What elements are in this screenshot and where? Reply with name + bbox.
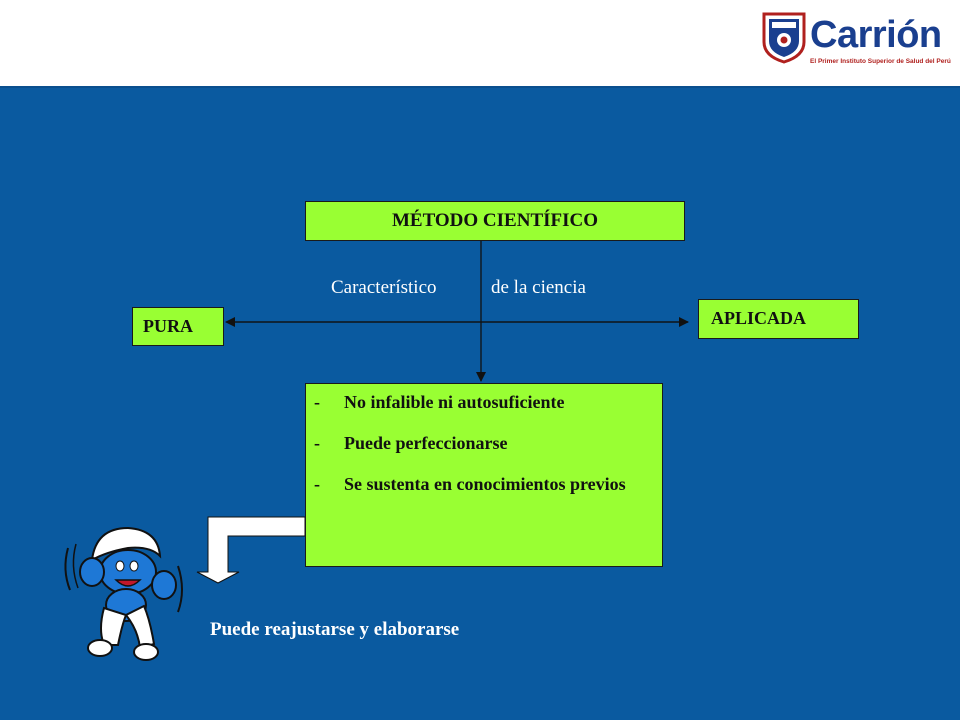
logo-tagline: El Primer Instituto Superior de Salud de… (810, 58, 951, 65)
pura-box: PURA (132, 307, 224, 346)
carrion-logo: Carrión El Primer Instituto Superior de … (760, 10, 956, 78)
aplicada-box: APLICADA (698, 299, 859, 339)
characteristics-box: - No infalible ni autosuficiente - Puede p… (305, 383, 663, 567)
footer-statement: Puede reajustarse y elaborarse (210, 619, 460, 640)
list-item-text: Puede perfeccionarse (344, 433, 508, 453)
label-caracteristico: Característico (331, 277, 437, 298)
label-de-la-ciencia: de la ciencia (491, 277, 586, 298)
slide-header: Carrión El Primer Instituto Superior de … (0, 0, 960, 86)
list-item-text: No infalible ni autosuficiente (344, 392, 565, 412)
method-title-box: MÉTODO CIENTÍFICO (305, 201, 685, 241)
list-dash: - (314, 474, 320, 494)
list-dash: - (314, 392, 320, 412)
list-item: - No infalible ni autosuficiente (314, 390, 652, 414)
list-item-text: Se sustenta en conocimientos previos (344, 474, 626, 494)
characteristics-list: - No infalible ni autosuficiente - Puede p… (314, 390, 652, 496)
logo-name: Carrión (810, 14, 942, 56)
institute-seal-icon (762, 12, 806, 64)
down-elbow-arrow-icon (196, 516, 306, 584)
list-item: - Puede perfeccionarse (314, 431, 652, 455)
list-dash: - (314, 433, 320, 453)
header-divider (0, 86, 960, 88)
list-item: - Se sustenta en conocimientos previos (314, 472, 652, 496)
